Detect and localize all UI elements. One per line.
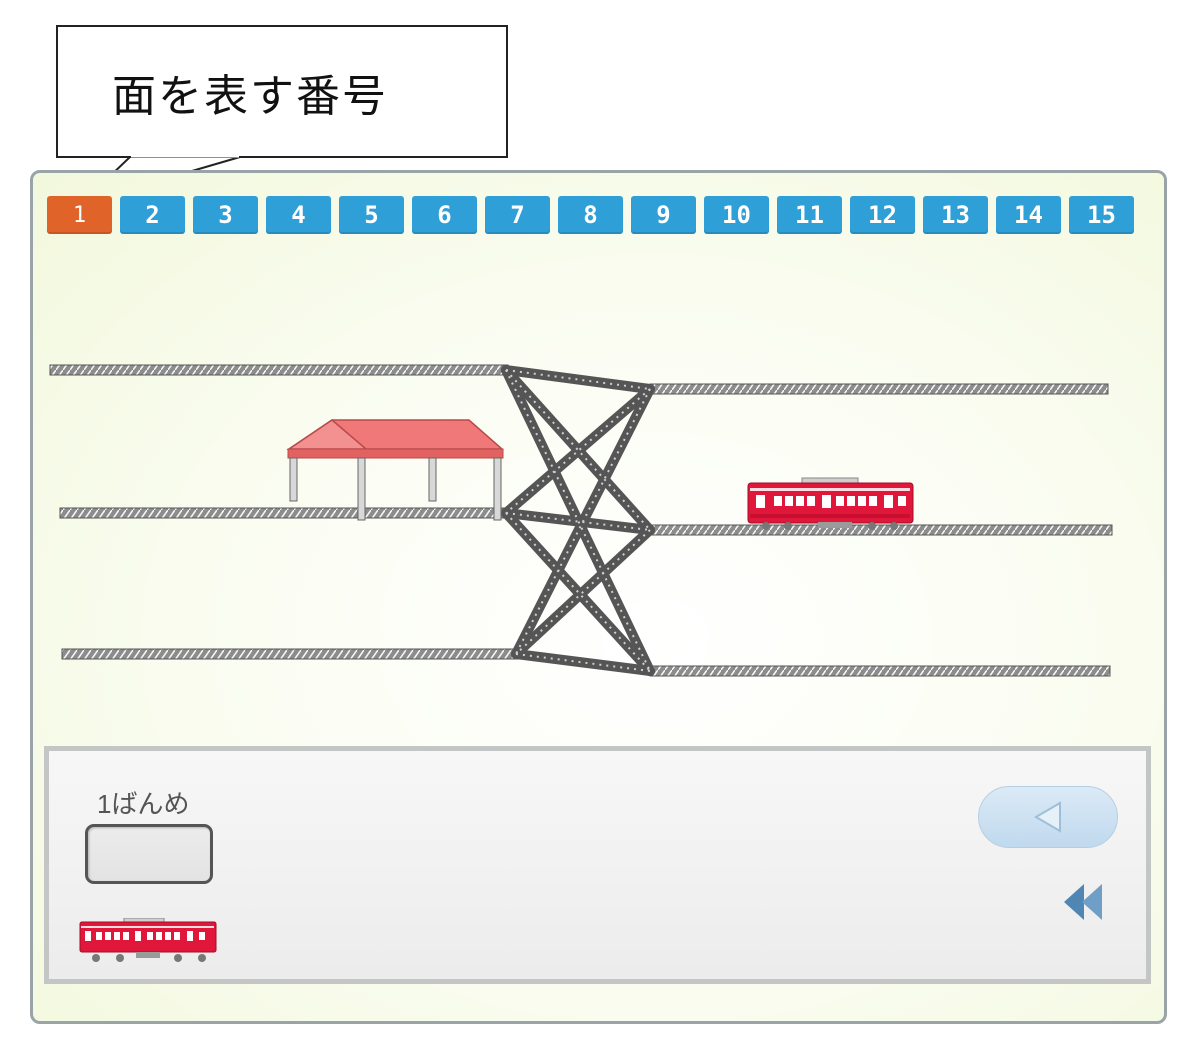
back-button[interactable] <box>978 786 1118 848</box>
answer-order-label: 1ばんめ <box>97 789 190 819</box>
train-piece-icon[interactable] <box>78 918 218 966</box>
triangle-left-icon <box>1034 801 1061 833</box>
stage-button-6[interactable]: 6 <box>412 196 477 234</box>
callout-text: 面を表す番号 <box>112 70 388 122</box>
stage-button-3[interactable]: 3 <box>193 196 258 234</box>
stage-button-14[interactable]: 14 <box>996 196 1061 234</box>
stage-button-2[interactable]: 2 <box>120 196 185 234</box>
double-chevron-left-icon <box>1064 884 1102 920</box>
stage-button-10[interactable]: 10 <box>704 196 769 234</box>
stage-button-7[interactable]: 7 <box>485 196 550 234</box>
stage-button-9[interactable]: 9 <box>631 196 696 234</box>
stage-button-4[interactable]: 4 <box>266 196 331 234</box>
callout-box: 面を表す番号 <box>56 25 508 158</box>
answer-panel <box>44 746 1151 984</box>
stage-button-15[interactable]: 15 <box>1069 196 1134 234</box>
stage-button-5[interactable]: 5 <box>339 196 404 234</box>
stage-button-12[interactable]: 12 <box>850 196 915 234</box>
stage-button-1[interactable]: 1 <box>47 196 112 234</box>
answer-slot[interactable] <box>85 824 213 884</box>
stage-button-11[interactable]: 11 <box>777 196 842 234</box>
stage-button-8[interactable]: 8 <box>558 196 623 234</box>
stage-button-13[interactable]: 13 <box>923 196 988 234</box>
rewind-button[interactable] <box>1062 880 1106 924</box>
